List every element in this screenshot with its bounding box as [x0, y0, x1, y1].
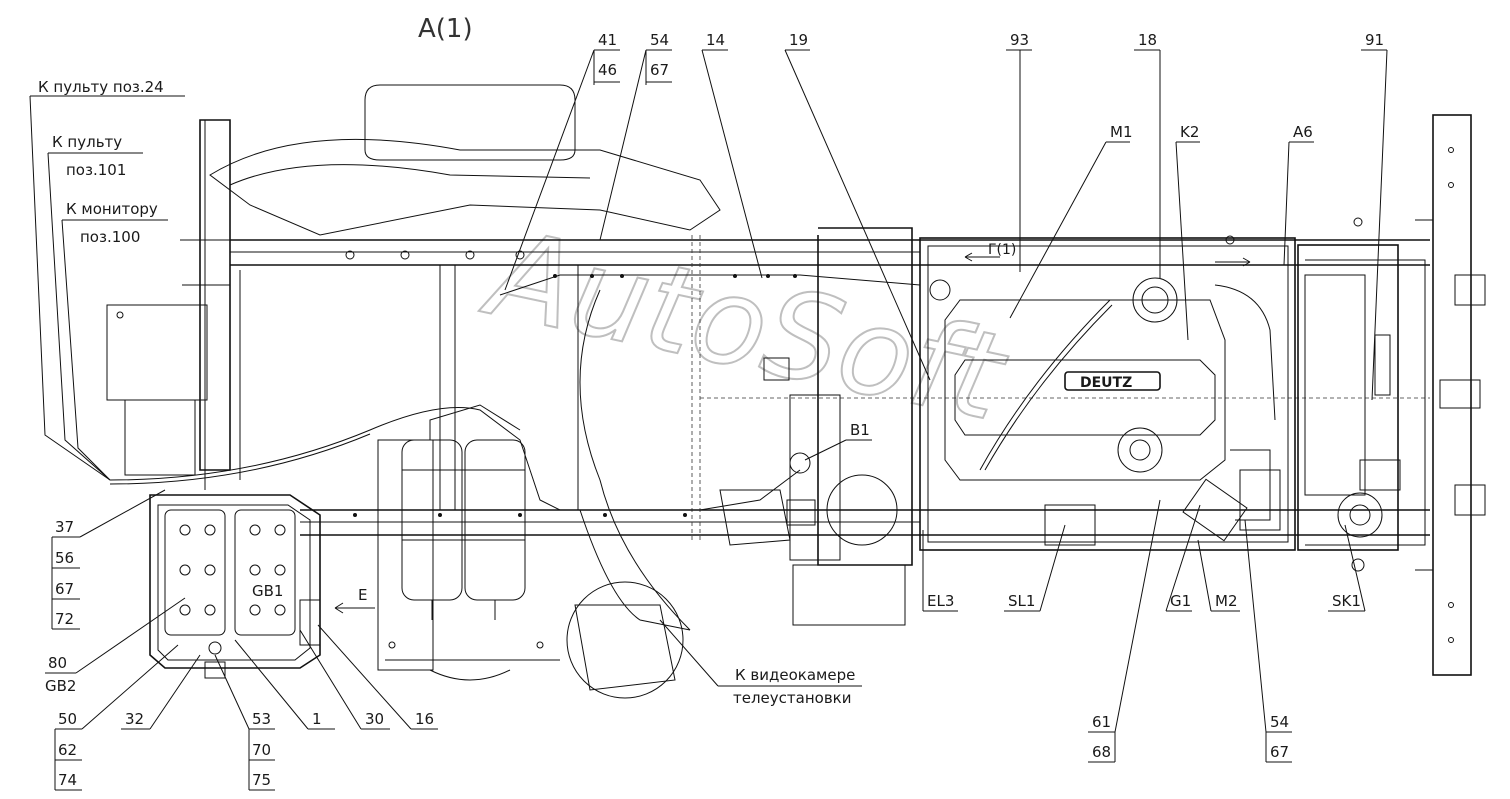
callout-37-56-67-72: 37 56 67 72: [51, 489, 166, 630]
view-title: A(1): [418, 14, 473, 44]
chassis-frame: [180, 114, 1486, 676]
callout-M1: M1: [1009, 123, 1133, 319]
note-telescope-text: телеустановки: [733, 689, 851, 707]
note-pos-101-text: поз.101: [66, 161, 126, 179]
battery-cells: [179, 524, 286, 616]
note-to-panel-24: К пульту поз.24: [29, 78, 185, 481]
callout-54-bottom: 54: [1270, 713, 1289, 731]
callout-72: 72: [55, 610, 74, 628]
callout-62: 62: [58, 741, 77, 759]
callout-67-top: 67: [650, 61, 669, 79]
callout-67-bottom: 67: [1270, 743, 1289, 761]
view-g-label: Г(1): [988, 242, 1016, 258]
callout-18-text: 18: [1138, 31, 1157, 49]
callout-A6-text: A6: [1293, 123, 1313, 141]
operator-seat: [209, 84, 721, 236]
fuel-tank: [763, 227, 913, 626]
callout-67-left: 67: [55, 580, 74, 598]
callout-80-GB2: 80 GB2: [45, 597, 186, 695]
control-box: [106, 304, 208, 476]
callout-M2-text: M2: [1215, 592, 1238, 610]
callout-G1-text: G1: [1170, 592, 1191, 610]
camera-unit: [566, 581, 684, 699]
callout-93: 93: [1006, 31, 1032, 272]
callout-46: 46: [598, 61, 617, 79]
callout-M1-text: M1: [1110, 123, 1133, 141]
callout-70: 70: [252, 741, 271, 759]
callout-74: 74: [58, 771, 77, 789]
callout-19-text: 19: [789, 31, 808, 49]
callout-50: 50: [58, 710, 77, 728]
note-to-panel-text: К пульту: [52, 133, 122, 151]
callout-56: 56: [55, 549, 74, 567]
callout-61: 61: [1092, 713, 1111, 731]
note-to-monitor-text: К монитору: [66, 200, 158, 218]
callout-41-46: 41 46: [504, 31, 620, 291]
callout-GB2: GB2: [45, 677, 76, 695]
note-to-camera: К видеокамере телеустановки: [659, 619, 862, 707]
callout-1: 1: [234, 639, 335, 730]
air-tanks: [377, 439, 560, 681]
note-pos-100-text: поз.100: [80, 228, 140, 246]
callout-53-70-75: 53 70 75: [214, 654, 275, 791]
callout-M2: M2: [1197, 539, 1240, 612]
callout-EL3: EL3: [922, 530, 958, 612]
callout-SK1: SK1: [1328, 524, 1366, 612]
callout-68: 68: [1092, 743, 1111, 761]
callout-32-text: 32: [125, 710, 144, 728]
callout-14-text: 14: [706, 31, 725, 49]
callout-16: 16: [317, 624, 438, 730]
callout-54-67-bottom: 54 67: [1244, 519, 1292, 763]
callout-14: 14: [701, 31, 763, 279]
callout-75: 75: [252, 771, 271, 789]
callout-32: 32: [121, 654, 201, 730]
callout-EL3-text: EL3: [927, 592, 954, 610]
callout-A6: A6: [1283, 123, 1314, 266]
note-to-monitor: К монитору поз.100: [61, 200, 168, 481]
callout-SK1-text: SK1: [1332, 592, 1361, 610]
callout-37: 37: [55, 518, 74, 536]
rail-fasteners: [345, 217, 1363, 517]
engine-brand: DEUTZ: [1080, 375, 1132, 391]
callout-SL1: SL1: [1004, 524, 1066, 612]
callout-18: 18: [1134, 31, 1161, 278]
callout-K2: K2: [1175, 123, 1200, 341]
note-to-panel-101: К пульту поз.101: [47, 133, 143, 481]
callout-G1: G1: [1165, 504, 1201, 612]
callout-91-text: 91: [1365, 31, 1384, 49]
callout-54-top: 54: [650, 31, 669, 49]
callout-30-text: 30: [365, 710, 384, 728]
callout-30: 30: [299, 629, 390, 730]
callout-41: 41: [598, 31, 617, 49]
engine-compartment: DEUTZ Г(1): [919, 237, 1296, 551]
callout-GB1: GB1: [252, 582, 283, 600]
callout-B1: B1: [804, 421, 872, 461]
callout-1-text: 1: [312, 710, 322, 728]
callout-SL1-text: SL1: [1008, 592, 1035, 610]
callout-53: 53: [252, 710, 271, 728]
radiator-unit: [1297, 244, 1426, 572]
callout-80: 80: [48, 654, 67, 672]
battery-box: Е: [149, 494, 375, 679]
wiring-harness: [109, 274, 921, 631]
callout-19: 19: [784, 31, 931, 381]
callout-50-62-74: 50 62 74: [54, 644, 179, 791]
callout-61-68: 61 68: [1088, 499, 1161, 763]
callout-B1-text: B1: [850, 421, 870, 439]
callout-54-67-top: 54 67: [599, 31, 672, 241]
note-to-camera-text: К видеокамере: [735, 666, 855, 684]
callout-91: 91: [1361, 31, 1388, 401]
view-e-label: Е: [358, 586, 367, 604]
callout-K2-text: K2: [1180, 123, 1199, 141]
note-to-panel-24-text: К пульту поз.24: [38, 78, 164, 96]
callout-93-text: 93: [1010, 31, 1029, 49]
callout-16-text: 16: [415, 710, 434, 728]
